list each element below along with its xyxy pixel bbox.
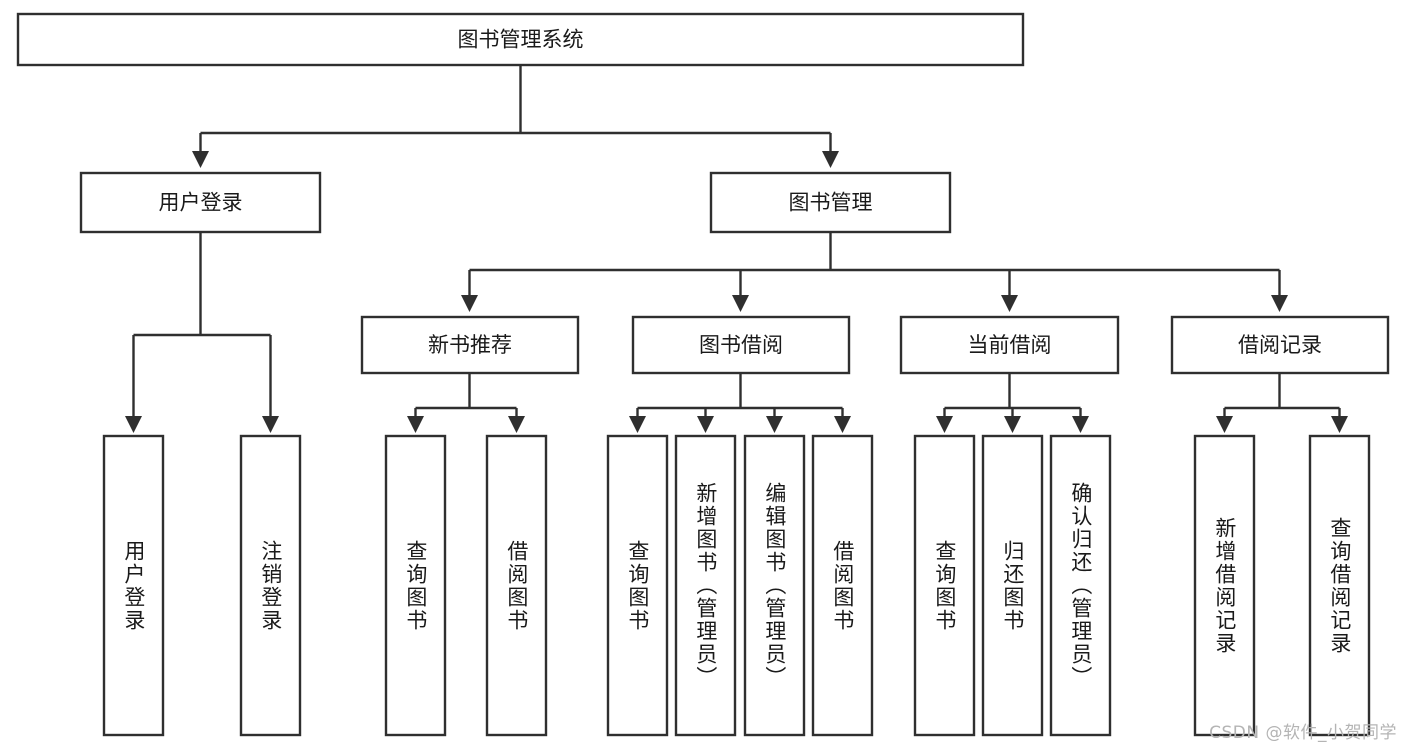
node-box-leaf-query-book-current[interactable] bbox=[913, 434, 976, 737]
arrowhead-icon bbox=[1271, 295, 1288, 312]
node-box-leaf-query-record[interactable] bbox=[1308, 434, 1371, 737]
node-box-leaf-add-record[interactable] bbox=[1193, 434, 1256, 737]
arrowhead-icon bbox=[834, 416, 851, 433]
node-label-user-login: 用户登录 bbox=[159, 191, 243, 215]
arrowhead-icon bbox=[697, 416, 714, 433]
arrowhead-icon bbox=[1001, 295, 1018, 312]
node-label-root: 图书管理系统 bbox=[458, 28, 584, 52]
node-box-leaf-return-book[interactable] bbox=[981, 434, 1044, 737]
watermark-text: CSDN @软件_小贺同学 bbox=[1209, 723, 1397, 743]
node-label-leaf-return-book: 归还图书 bbox=[1000, 539, 1025, 632]
arrowhead-icon bbox=[1216, 416, 1233, 433]
node-label-leaf-add-book: 新增图书（管理员） bbox=[693, 482, 718, 689]
node-box-leaf-query-book-borrow[interactable] bbox=[606, 434, 669, 737]
node-box-new-book-recommend[interactable] bbox=[360, 315, 580, 375]
arrowhead-icon bbox=[192, 151, 209, 168]
node-label-leaf-confirm-return: 确认归还（管理员） bbox=[1068, 482, 1093, 689]
node-box-layer bbox=[16, 12, 1390, 737]
node-label-leaf-borrow-book-recommend: 借阅图书 bbox=[504, 539, 529, 632]
node-label-leaf-query-book-borrow: 查询图书 bbox=[625, 539, 650, 632]
arrowhead-layer bbox=[125, 151, 1348, 433]
node-label-leaf-query-book-recommend: 查询图书 bbox=[403, 539, 428, 632]
node-box-leaf-borrow-book-recommend[interactable] bbox=[485, 434, 548, 737]
node-box-root[interactable] bbox=[16, 12, 1025, 67]
node-box-current-borrow[interactable] bbox=[899, 315, 1120, 375]
node-box-user-login[interactable] bbox=[79, 171, 322, 234]
node-label-leaf-query-book-current: 查询图书 bbox=[932, 539, 957, 632]
node-box-leaf-add-book[interactable] bbox=[674, 434, 737, 737]
arrowhead-icon bbox=[629, 416, 646, 433]
arrowhead-icon bbox=[461, 295, 478, 312]
node-box-leaf-query-book-recommend[interactable] bbox=[384, 434, 447, 737]
node-label-leaf-borrow-book: 借阅图书 bbox=[830, 539, 855, 632]
node-box-leaf-borrow-book[interactable] bbox=[811, 434, 874, 737]
node-box-leaf-edit-book[interactable] bbox=[743, 434, 806, 737]
node-label-borrow-record: 借阅记录 bbox=[1238, 333, 1322, 357]
node-box-leaf-user-login[interactable] bbox=[102, 434, 165, 737]
arrowhead-icon bbox=[766, 416, 783, 433]
node-box-book-borrow[interactable] bbox=[631, 315, 851, 375]
node-box-leaf-logout[interactable] bbox=[239, 434, 302, 737]
node-label-current-borrow: 当前借阅 bbox=[968, 333, 1052, 357]
arrowhead-icon bbox=[732, 295, 749, 312]
arrowhead-icon bbox=[407, 416, 424, 433]
node-label-leaf-user-login: 用户登录 bbox=[121, 539, 146, 632]
arrowhead-icon bbox=[1331, 416, 1348, 433]
node-label-book-borrow: 图书借阅 bbox=[699, 333, 783, 357]
node-label-leaf-query-record: 查询借阅记录 bbox=[1327, 516, 1352, 655]
node-box-borrow-record[interactable] bbox=[1170, 315, 1390, 375]
node-box-book-management[interactable] bbox=[709, 171, 952, 234]
arrowhead-icon bbox=[936, 416, 953, 433]
node-label-book-management: 图书管理 bbox=[789, 191, 873, 215]
arrowhead-icon bbox=[822, 151, 839, 168]
arrowhead-icon bbox=[1004, 416, 1021, 433]
arrowhead-icon bbox=[125, 416, 142, 433]
node-box-leaf-confirm-return[interactable] bbox=[1049, 434, 1112, 737]
node-label-leaf-edit-book: 编辑图书（管理员） bbox=[762, 482, 787, 689]
node-label-new-book-recommend: 新书推荐 bbox=[428, 333, 512, 357]
node-label-leaf-logout: 注销登录 bbox=[258, 539, 283, 632]
node-label-leaf-add-record: 新增借阅记录 bbox=[1212, 516, 1237, 655]
arrowhead-icon bbox=[508, 416, 525, 433]
arrowhead-icon bbox=[262, 416, 279, 433]
arrowhead-icon bbox=[1072, 416, 1089, 433]
